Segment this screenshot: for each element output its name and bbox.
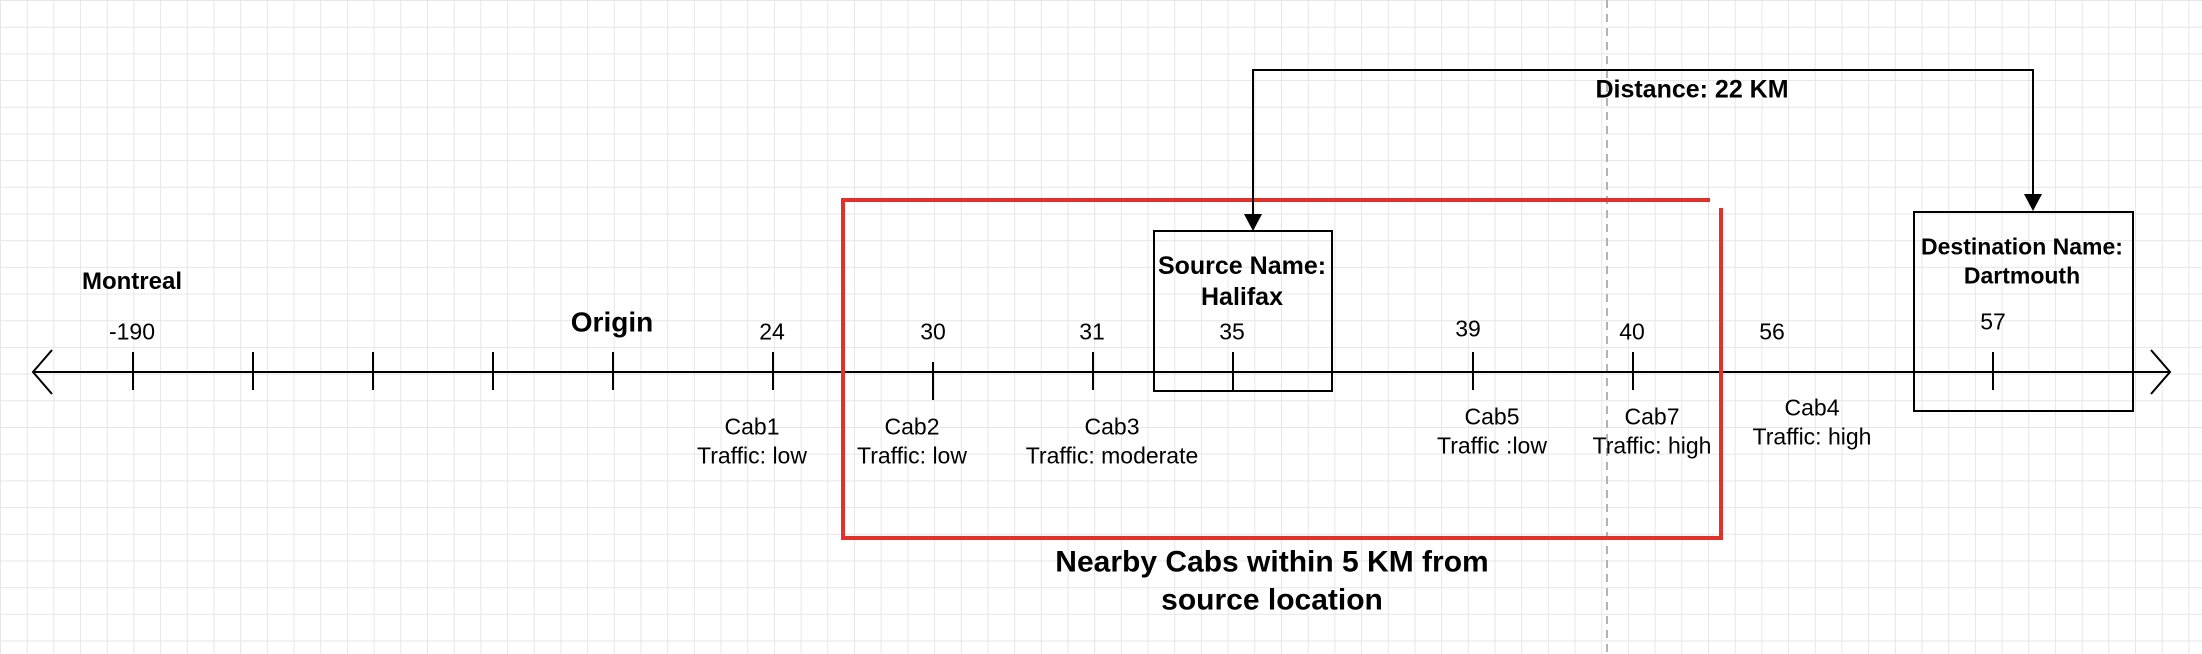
- destination-title: Destination Name:: [1921, 233, 2123, 260]
- source-box: [1153, 230, 1333, 392]
- chevron-left-icon: [31, 349, 53, 395]
- tick-label: 56: [1759, 318, 1785, 345]
- cab-label: Cab3 Traffic: moderate: [1026, 412, 1199, 470]
- axis-ticks: [132, 352, 1994, 400]
- tick-label: 24: [759, 318, 785, 345]
- destination-name: Dartmouth: [1963, 262, 2081, 288]
- cab-label: Cab7 Traffic: high: [1593, 402, 1712, 460]
- cab-name: Cab1: [724, 413, 780, 440]
- tick-label: 57: [1980, 308, 2006, 335]
- cab-label: Cab4 Traffic: high: [1753, 393, 1872, 451]
- cab-traffic: Traffic: high: [1752, 423, 1872, 449]
- cab-traffic: Traffic: low: [857, 442, 967, 468]
- source-title: Source Name:: [1157, 251, 1327, 280]
- arrow-down-icon: [1244, 214, 1262, 231]
- destination-label: Destination Name: Dartmouth: [1921, 232, 2123, 290]
- tick-label: 31: [1079, 318, 1105, 345]
- cab-label: Cab1 Traffic: low: [697, 412, 807, 470]
- source-label: Source Name: Halifax: [1158, 251, 1326, 314]
- montreal-label: Montreal: [81, 268, 183, 295]
- tick-label: -190: [108, 318, 156, 345]
- cab-traffic: Traffic: low: [697, 442, 807, 468]
- tick-label: 39: [1455, 315, 1481, 342]
- cab-name: Cab2: [884, 413, 940, 440]
- cab-name: Cab3: [1084, 413, 1140, 440]
- cab-label: Cab2 Traffic: low: [857, 412, 967, 470]
- cab-traffic: Traffic: high: [1592, 432, 1712, 458]
- cab-name: Cab7: [1624, 403, 1680, 430]
- distance-connector: [1252, 69, 2034, 216]
- chevron-right-icon: [2150, 349, 2172, 395]
- origin-label: Origin: [570, 306, 654, 338]
- nearby-caption: Nearby Cabs within 5 KM from source loca…: [1055, 544, 1488, 619]
- cab-label: Cab5 Traffic :low: [1437, 402, 1547, 460]
- distance-label: Distance: 22 KM: [1595, 75, 1789, 104]
- nearby-caption-line: Nearby Cabs within 5 KM from: [1055, 545, 1489, 579]
- cab-traffic: Traffic: moderate: [1025, 442, 1199, 468]
- tick-label: 35: [1219, 318, 1245, 345]
- cab-name: Cab4: [1784, 394, 1840, 421]
- tick-label: 30: [920, 318, 946, 345]
- source-name: Halifax: [1201, 283, 1283, 311]
- destination-box: [1913, 211, 2134, 412]
- nearby-caption-line: source location: [1161, 583, 1383, 616]
- nearby-region: [841, 198, 1723, 540]
- cab-traffic: Traffic :low: [1437, 432, 1547, 458]
- cab-name: Cab5: [1464, 403, 1520, 430]
- arrow-down-icon: [2024, 194, 2042, 211]
- tick-label: 40: [1619, 318, 1645, 345]
